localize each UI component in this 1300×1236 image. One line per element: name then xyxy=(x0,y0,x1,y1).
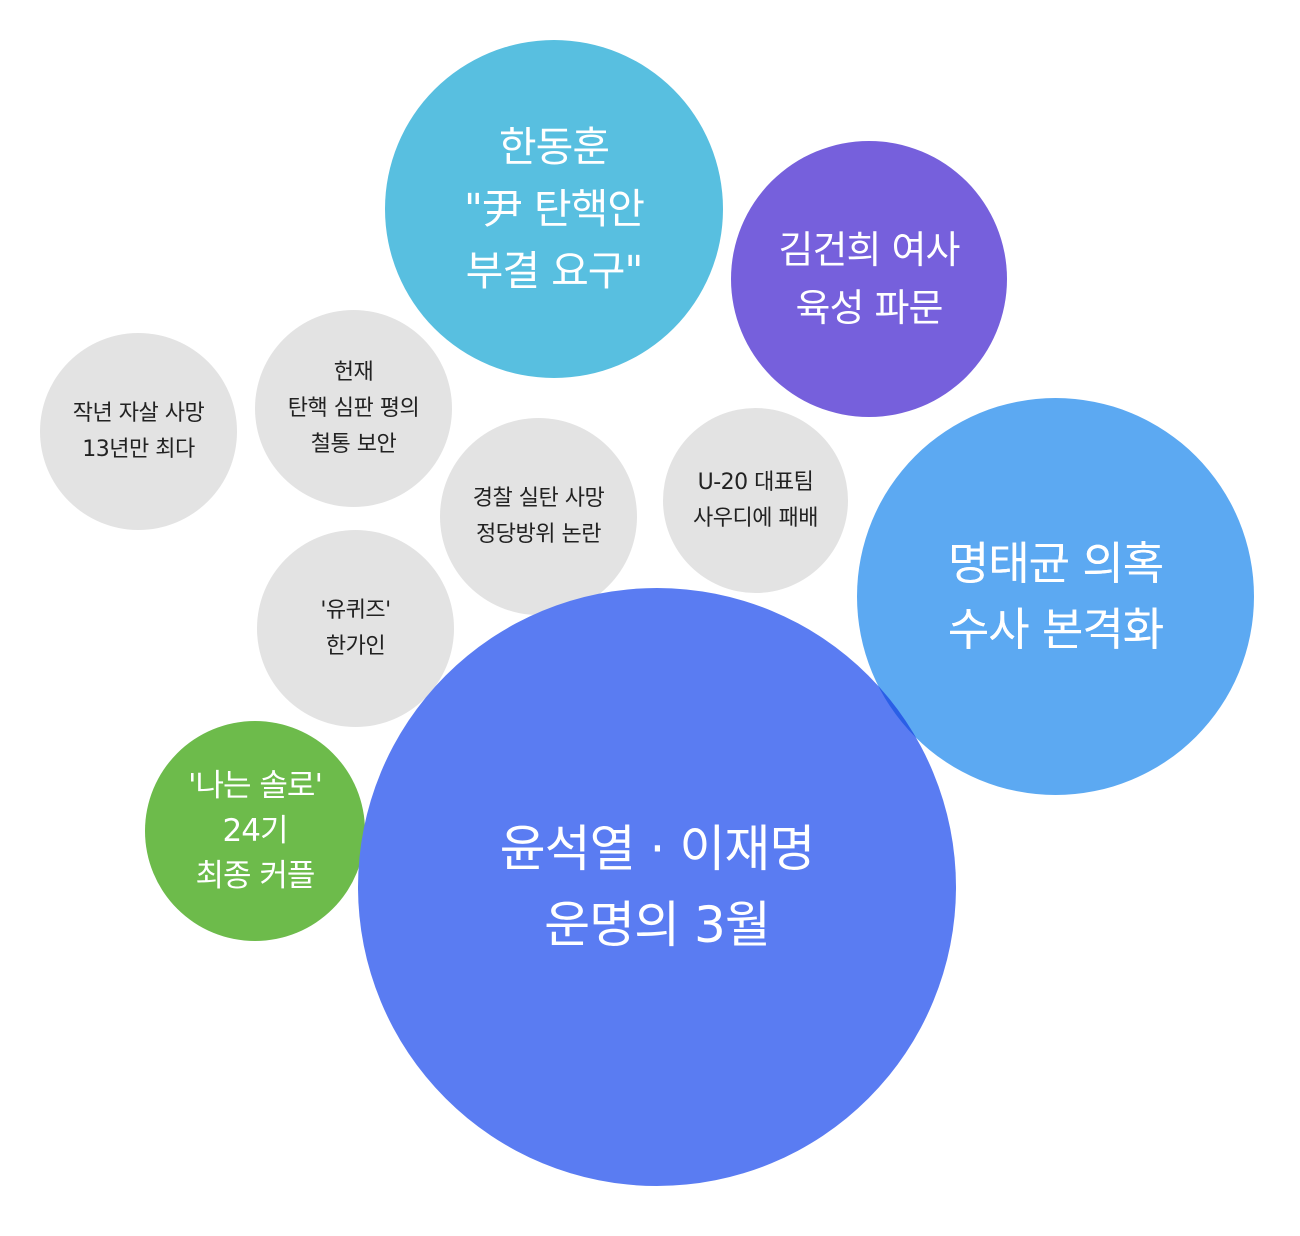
bubble-kim[interactable]: 김건희 여사 육성 파문 xyxy=(731,141,1007,417)
bubble-myung-overlay: 명태균 의혹 수사 본격화 xyxy=(857,398,1254,795)
bubble-police[interactable]: 경찰 실탄 사망 정당방위 논란 xyxy=(440,418,637,615)
bubble-solo-label: '나는 솔로' 24기 최종 커플 xyxy=(188,767,323,894)
bubble-court-label: 헌재 탄핵 심판 평의 철통 보안 xyxy=(287,359,420,457)
bubble-main[interactable]: 윤석열 · 이재명 운명의 3월 xyxy=(358,588,956,1186)
bubble-han[interactable]: 한동훈 "尹 탄핵안 부결 요구" xyxy=(385,40,723,378)
bubble-quiz[interactable]: '유퀴즈' 한가인 xyxy=(257,530,454,727)
bubble-han-label: 한동훈 "尹 탄핵안 부결 요구" xyxy=(463,123,645,295)
bubble-quiz-label: '유퀴즈' 한가인 xyxy=(320,597,391,659)
bubble-main-label: 윤석열 · 이재명 운명의 3월 xyxy=(499,820,816,954)
bubble-kim-label: 김건희 여사 육성 파문 xyxy=(778,228,961,330)
bubble-suicide-label: 작년 자살 사망 13년만 최다 xyxy=(72,400,205,462)
bubble-myung-label: 명태균 의혹 수사 본격화 xyxy=(947,536,1164,656)
bubble-myung-overlay-label: 명태균 의혹 수사 본격화 xyxy=(947,536,1164,656)
bubble-court[interactable]: 헌재 탄핵 심판 평의 철통 보안 xyxy=(255,310,452,507)
bubble-police-label: 경찰 실탄 사망 정당방위 논란 xyxy=(472,485,605,547)
bubble-solo[interactable]: '나는 솔로' 24기 최종 커플 xyxy=(145,721,365,941)
bubble-suicide[interactable]: 작년 자살 사망 13년만 최다 xyxy=(40,333,237,530)
bubble-u20[interactable]: U-20 대표팀 사우디에 패배 xyxy=(663,408,848,593)
bubble-u20-label: U-20 대표팀 사우디에 패배 xyxy=(693,469,818,531)
